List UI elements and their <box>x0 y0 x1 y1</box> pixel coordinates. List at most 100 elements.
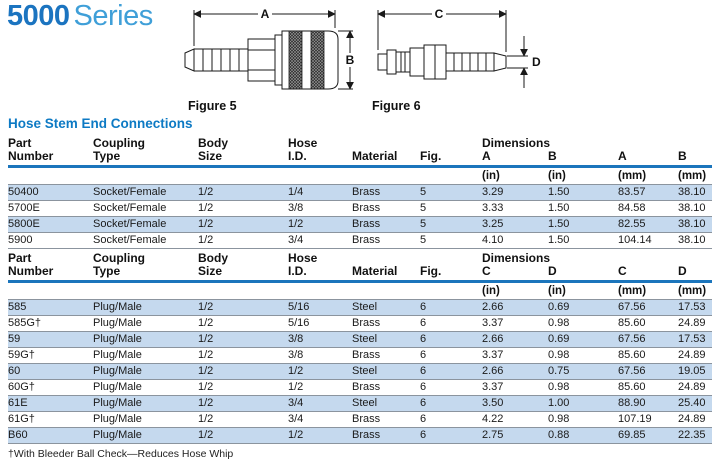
table-cell: 4.10 <box>482 232 548 249</box>
header-line-1: Part Coupling Body Hose Dimensions <box>8 249 712 265</box>
column-header: B <box>548 150 618 168</box>
page-title-series: Series <box>73 0 154 32</box>
unit-cell <box>288 166 352 185</box>
unit-cell: (in) <box>482 166 548 185</box>
table-cell: 5 <box>420 184 482 201</box>
table-cell: 2.66 <box>482 299 548 316</box>
table-cell: 67.56 <box>618 299 678 316</box>
column-header: Type <box>93 150 198 168</box>
unit-cell <box>8 166 93 185</box>
table-cell: 19.05 <box>678 363 713 380</box>
column-header <box>420 134 482 150</box>
table-cell: Plug/Male <box>93 331 198 348</box>
table-cell: 3/4 <box>288 395 352 412</box>
unit-cell <box>420 166 482 185</box>
table-cell: 24.89 <box>678 411 713 428</box>
table-cell: 3/8 <box>288 200 352 217</box>
table-cell: 1/2 <box>198 184 288 201</box>
table-cell: 585 <box>8 299 93 316</box>
column-header: B <box>678 150 713 168</box>
unit-cell <box>352 166 420 185</box>
header-line-1: Part Coupling Body Hose Dimensions <box>8 134 712 150</box>
column-header: Body <box>198 136 228 150</box>
table-cell: Plug/Male <box>93 347 198 364</box>
table-cell: Plug/Male <box>93 411 198 428</box>
column-header: Material <box>352 265 420 283</box>
column-header: D <box>678 265 713 283</box>
dimensions-group-header: Dimensions <box>482 136 551 150</box>
table-cell: Brass <box>352 200 420 217</box>
unit-cell <box>93 281 198 300</box>
table-cell: 3.50 <box>482 395 548 412</box>
unit-cell <box>288 281 352 300</box>
figure-5-caption: Figure 5 <box>188 99 237 113</box>
header-line-2: Number Type Size I.D. Material Fig. A B … <box>8 150 713 168</box>
table-cell: 1/2 <box>198 395 288 412</box>
column-header: Coupling <box>93 251 145 265</box>
table-cell: Steel <box>352 331 420 348</box>
table-cell: 3/4 <box>288 232 352 249</box>
dimension-label-a: A <box>261 7 270 21</box>
table-cell: 1/2 <box>198 427 288 444</box>
table-cell: 5800E <box>8 216 93 233</box>
table-cell: 104.14 <box>618 232 678 249</box>
table-cell: 0.98 <box>548 411 618 428</box>
table-cell: 1.50 <box>548 184 618 201</box>
table-cell: 24.89 <box>678 347 713 364</box>
hose-stem-table-plug: Part Coupling Body Hose Dimensions Numbe… <box>8 249 713 444</box>
column-header: Size <box>198 150 288 168</box>
table-cell: Plug/Male <box>93 427 198 444</box>
table-cell: 1/2 <box>288 379 352 396</box>
unit-cell: (mm) <box>618 166 678 185</box>
table-cell: 17.53 <box>678 331 713 348</box>
table-cell: 82.55 <box>618 216 678 233</box>
column-header <box>420 249 482 265</box>
column-header: Number <box>8 265 93 283</box>
table-cell: 5700E <box>8 200 93 217</box>
table-cell: 0.98 <box>548 379 618 396</box>
column-header: Fig. <box>420 150 482 168</box>
column-header: Body <box>198 251 228 265</box>
column-header: A <box>618 150 678 168</box>
table-cell: Brass <box>352 379 420 396</box>
table-cell: 61G† <box>8 411 93 428</box>
column-header: Material <box>352 150 420 168</box>
table-cell: 1/2 <box>198 363 288 380</box>
table-cell: Brass <box>352 427 420 444</box>
table-cell: 1/2 <box>198 379 288 396</box>
table-cell: 5 <box>420 216 482 233</box>
table-cell: 2.75 <box>482 427 548 444</box>
column-header: Hose <box>288 136 318 150</box>
table-cell: 6 <box>420 363 482 380</box>
table-cell: 5/16 <box>288 315 352 332</box>
table-cell: 67.56 <box>618 331 678 348</box>
table-cell: Brass <box>352 184 420 201</box>
unit-cell: (mm) <box>618 281 678 300</box>
table-cell: 0.69 <box>548 299 618 316</box>
table-cell: 1/2 <box>198 200 288 217</box>
table-cell: 1/2 <box>198 347 288 364</box>
table-cell: 0.75 <box>548 363 618 380</box>
table-cell: 22.35 <box>678 427 713 444</box>
table-cell: 60 <box>8 363 93 380</box>
table-cell: B60 <box>8 427 93 444</box>
table-cell: 24.89 <box>678 379 713 396</box>
table-cell: Plug/Male <box>93 379 198 396</box>
table-cell: 59 <box>8 331 93 348</box>
dimensions-group-header: Dimensions <box>482 251 551 265</box>
figure-6: C D Figure 6 <box>366 4 571 113</box>
unit-cell <box>198 281 288 300</box>
table-cell: 59G† <box>8 347 93 364</box>
table-cell: 3/4 <box>288 411 352 428</box>
section-title: Hose Stem End Connections <box>8 116 193 131</box>
table-cell: Steel <box>352 299 420 316</box>
table-cell: 1.50 <box>548 216 618 233</box>
table-cell: 5 <box>420 232 482 249</box>
table-cell: 1.50 <box>548 200 618 217</box>
